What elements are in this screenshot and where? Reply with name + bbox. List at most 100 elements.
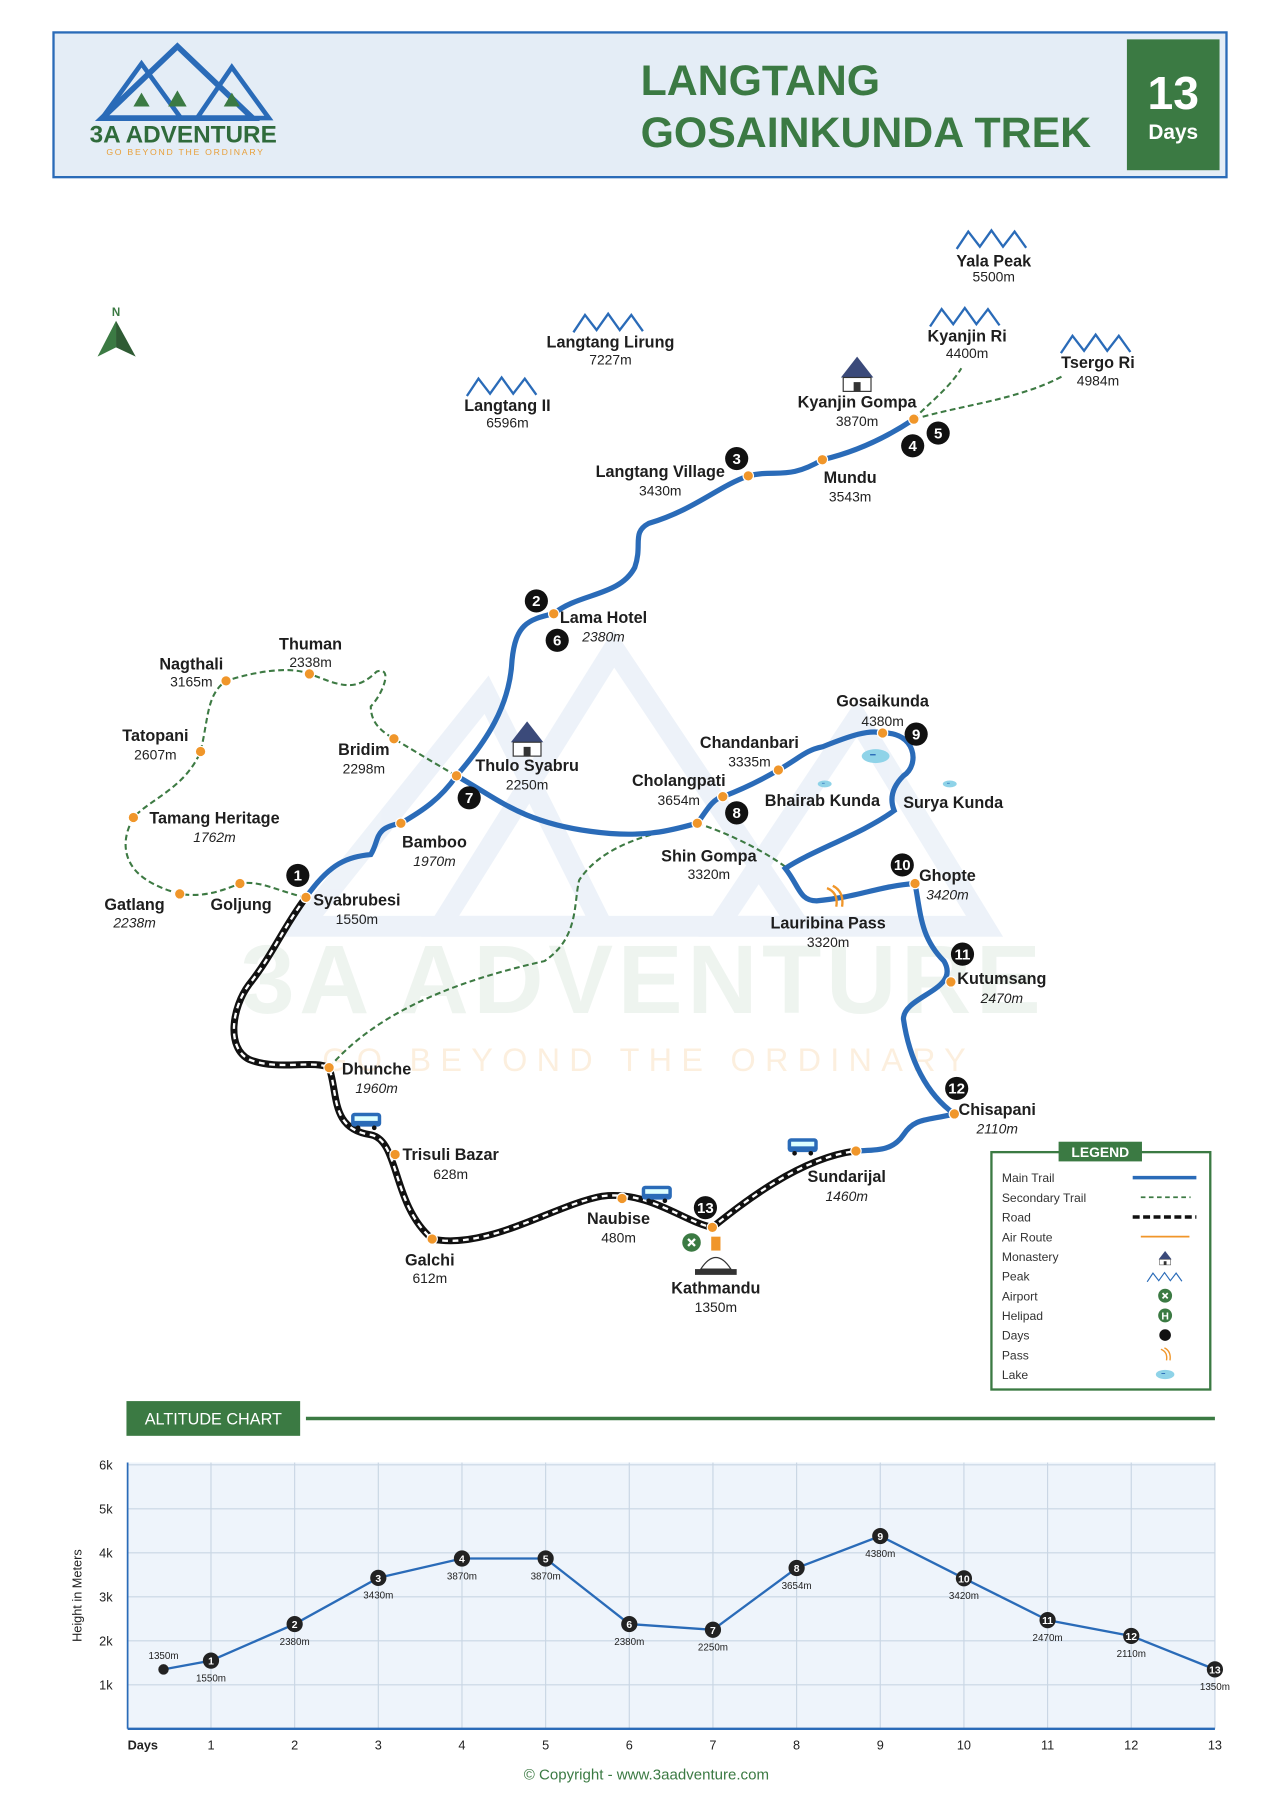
place-name: Nagthali (159, 655, 223, 673)
day-number: 4 (909, 438, 918, 455)
place-tatopani: Tatopani 2607m (122, 727, 207, 763)
legend-item-main-trail: Main Trail (1002, 1171, 1197, 1185)
place-altitude: 1762m (193, 829, 235, 845)
header-banner: 3A ADVENTURE GO BEYOND THE ORDINARY LANG… (52, 31, 1228, 179)
north-arrow: N (97, 307, 136, 357)
peak-icon-kyanjin-ri (929, 306, 1001, 328)
watermark-tagline: GO BEYOND THE ORDINARY (322, 1042, 975, 1078)
x-tick-label: 10 (957, 1738, 971, 1753)
legend-label: Days (1002, 1329, 1030, 1343)
place-name: Thulo Syabru (475, 757, 579, 775)
place-dot (173, 888, 186, 900)
place-chisapani: Chisapani 2110m (948, 1101, 1036, 1137)
peak-name: Langtang Lirung (547, 333, 675, 351)
place-altitude: 1460m (825, 1188, 867, 1204)
altitude-value-label: 3430m (363, 1591, 393, 1602)
watermark: 3A ADVENTURE (240, 629, 1041, 1034)
place-dot (323, 1061, 335, 1074)
place-name: Trisuli Bazar (402, 1146, 499, 1164)
x-tick-label: 3 (375, 1738, 382, 1753)
place-altitude: 3320m (807, 934, 849, 950)
place-name: Tamang Heritage (149, 809, 279, 827)
place-altitude: 2250m (506, 777, 548, 793)
place-dot (948, 1108, 961, 1120)
altitude-value-label: 3870m (531, 1571, 561, 1582)
peak-name: Langtang II (464, 397, 550, 415)
place-name: Kyanjin Gompa (798, 394, 918, 412)
place-dot (945, 976, 957, 988)
place-dot (691, 817, 704, 830)
place-name: Tatopani (122, 727, 188, 745)
x-tick-label: 8 (793, 1738, 800, 1753)
x-tick-label: 6 (626, 1738, 633, 1753)
peak-altitude: 7227m (589, 352, 631, 368)
airport-icon (682, 1233, 701, 1252)
day-number: 9 (912, 726, 920, 743)
place-altitude: 3320m (688, 866, 730, 882)
place-dot (850, 1145, 862, 1157)
place-dot (908, 413, 920, 425)
legend-item-air-route: Air Route (1002, 1230, 1190, 1244)
days-label: Days (1148, 121, 1198, 144)
place-name: Mundu (824, 469, 877, 487)
place-altitude: 2238m (112, 915, 155, 931)
place-name: Chisapani (959, 1101, 1036, 1119)
day-number: 11 (955, 946, 971, 963)
y-tick-label: 3k (99, 1589, 113, 1604)
day-marker-6: 6 (545, 628, 569, 652)
place-altitude: 1350m (695, 1299, 737, 1315)
place-altitude: 2110m (976, 1121, 1018, 1137)
place-altitude: 2470m (980, 990, 1023, 1006)
day-marker-8: 8 (725, 801, 749, 825)
secondary-trail-3 (913, 375, 1063, 421)
icons-layer (351, 228, 1132, 1275)
legend-title: LEGEND (1071, 1144, 1129, 1160)
day-number: 5 (543, 1555, 549, 1566)
place-altitude: 3654m (658, 792, 700, 808)
y-tick-label: 1k (99, 1677, 113, 1692)
bus-icon (787, 1138, 818, 1156)
place-dot (220, 675, 232, 687)
lake-icon (861, 749, 890, 764)
place-name: Gosaikunda (836, 692, 930, 710)
place-name: Chandanbari (700, 734, 799, 752)
place-name: Lauribina Pass (771, 915, 886, 933)
place-name: Galchi (405, 1252, 455, 1270)
altitude-value-label: 2380m (614, 1637, 644, 1648)
legend-label: Road (1002, 1211, 1031, 1225)
place-name: Gatlang (104, 896, 164, 914)
legend-label: Lake (1002, 1368, 1029, 1382)
day-number: 5 (934, 425, 942, 442)
x-tick-label: 13 (1208, 1738, 1222, 1753)
day-number: 12 (1125, 1632, 1137, 1643)
y-axis-label: Height in Meters (69, 1549, 84, 1642)
place-name: Syabrubesi (313, 892, 400, 910)
legend-label: Airport (1002, 1289, 1038, 1303)
brand-logo: 3A ADVENTURE GO BEYOND THE ORDINARY (90, 42, 277, 157)
legend-item-lake: Lake (1002, 1368, 1175, 1382)
days-number: 13 (1147, 67, 1199, 119)
place-bhairab-kunda: Bhairab Kunda (765, 792, 881, 810)
place-goljung: Goljung (210, 877, 272, 914)
place-dot (876, 727, 889, 739)
place-altitude: 2607m (134, 747, 176, 763)
place-altitude: 3420m (926, 887, 968, 903)
place-dot (395, 817, 407, 830)
legend-item-monastery: Monastery (1002, 1250, 1172, 1266)
